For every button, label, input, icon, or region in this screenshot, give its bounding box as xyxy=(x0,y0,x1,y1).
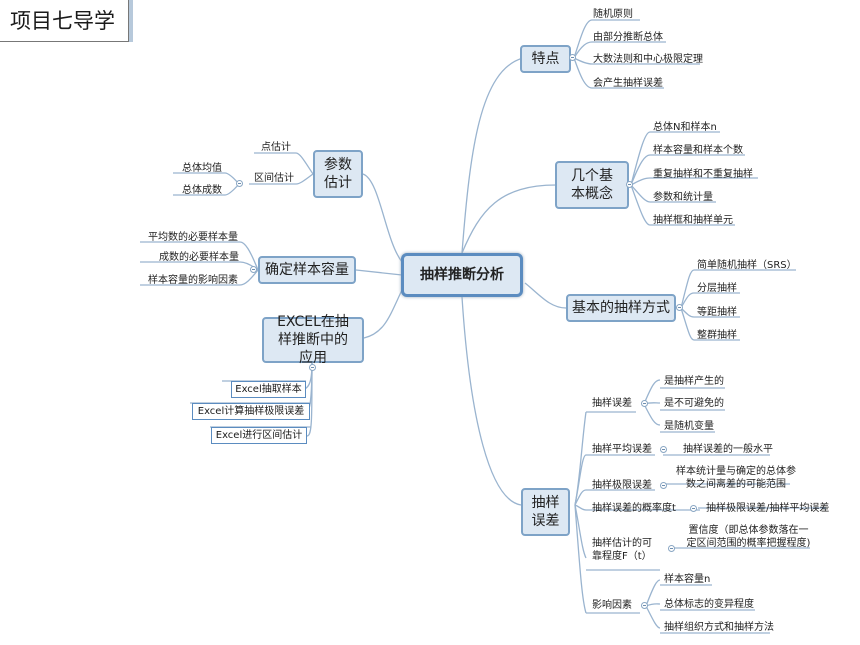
leaf-concepts-5: 抽样框和抽样单元 xyxy=(653,215,733,226)
excel-item-3[interactable]: Excel进行区间估计 xyxy=(211,427,307,444)
error-item-1-3: 是随机变量 xyxy=(664,421,714,432)
leaf-size-2: 成数的必要样本量 xyxy=(159,252,239,263)
leaf-features-2: 由部分推断总体 xyxy=(593,32,663,43)
error-item-6-2: 总体标志的变异程度 xyxy=(664,599,754,610)
excel-item-2[interactable]: Excel计算抽样极限误差 xyxy=(192,403,310,420)
leaf-interval-2: 总体成数 xyxy=(182,185,222,196)
error-item-1-1: 是抽样产生的 xyxy=(664,376,724,387)
error-group-1: 抽样误差 xyxy=(592,398,632,409)
collapse-toggle-icon[interactable] xyxy=(660,446,667,453)
collapse-toggle-icon[interactable] xyxy=(690,505,697,512)
leaf-point-estimate: 点估计 xyxy=(261,142,291,153)
error-group-4: 抽样误差的概率度t xyxy=(592,503,676,514)
leaf-size-1: 平均数的必要样本量 xyxy=(148,232,238,243)
collapse-toggle-icon[interactable] xyxy=(676,304,683,311)
leaf-methods-1: 简单随机抽样（SRS） xyxy=(697,260,797,271)
leaf-methods-4: 整群抽样 xyxy=(697,330,737,341)
error-group-6: 影响因素 xyxy=(592,600,632,611)
title-accent-bar xyxy=(129,0,133,42)
leaf-concepts-4: 参数和统计量 xyxy=(653,192,713,203)
collapse-toggle-icon[interactable] xyxy=(626,181,633,188)
collapse-toggle-icon[interactable] xyxy=(309,364,316,371)
leaf-interval-estimate: 区间估计 xyxy=(254,173,294,184)
leaf-concepts-2: 样本容量和样本个数 xyxy=(653,145,743,156)
leaf-concepts-3: 重复抽样和不重复抽样 xyxy=(653,169,753,180)
collapse-toggle-icon[interactable] xyxy=(641,602,648,609)
branch-methods[interactable]: 基本的抽样方式 xyxy=(566,294,676,322)
error-item-2-1: 抽样误差的一般水平 xyxy=(683,444,773,455)
leaf-features-3: 大数法则和中心极限定理 xyxy=(593,54,703,65)
collapse-toggle-icon[interactable] xyxy=(641,400,648,407)
branch-concepts[interactable]: 几个基本概念 xyxy=(555,161,629,209)
error-item-4-1: 抽样极限误差/抽样平均误差 xyxy=(706,503,830,514)
leaf-interval-1: 总体均值 xyxy=(182,163,222,174)
branch-sample-size[interactable]: 确定样本容量 xyxy=(258,256,356,284)
error-item-5-1: 置信度（即总体参数落在一定区间范围的概率把握程度) xyxy=(686,525,811,549)
leaf-concepts-1: 总体N和样本n xyxy=(653,122,717,133)
collapse-toggle-icon[interactable] xyxy=(250,266,257,273)
collapse-toggle-icon[interactable] xyxy=(569,54,576,61)
error-item-1-2: 是不可避免的 xyxy=(664,398,724,409)
error-group-2: 抽样平均误差 xyxy=(592,444,652,455)
leaf-size-3: 样本容量的影响因素 xyxy=(148,275,238,286)
branch-features[interactable]: 特点 xyxy=(520,45,571,73)
leaf-features-1: 随机原则 xyxy=(593,9,633,20)
branch-estimation[interactable]: 参数估计 xyxy=(313,150,363,198)
excel-item-1[interactable]: Excel抽取样本 xyxy=(231,381,306,398)
leaf-features-4: 会产生抽样误差 xyxy=(593,78,663,89)
leaf-methods-3: 等距抽样 xyxy=(697,307,737,318)
collapse-toggle-icon[interactable] xyxy=(236,180,243,187)
error-item-6-3: 抽样组织方式和抽样方法 xyxy=(664,622,774,633)
leaf-methods-2: 分层抽样 xyxy=(697,283,737,294)
branch-error[interactable]: 抽样误差 xyxy=(521,488,570,536)
error-item-3-1: 样本统计量与确定的总体参数之间离差的可能范围 xyxy=(676,466,796,490)
collapse-toggle-icon[interactable] xyxy=(668,545,675,552)
collapse-toggle-icon[interactable] xyxy=(660,482,667,489)
error-group-5: 抽样估计的可靠程度F（t） xyxy=(592,538,652,562)
error-item-6-1: 样本容量n xyxy=(664,574,711,585)
error-group-3: 抽样极限误差 xyxy=(592,480,652,491)
root-node[interactable]: 抽样推断分析 xyxy=(401,253,523,297)
branch-excel[interactable]: EXCEL在抽样推断中的应用 xyxy=(262,314,364,366)
page-title: 项目七导学 xyxy=(0,0,129,42)
